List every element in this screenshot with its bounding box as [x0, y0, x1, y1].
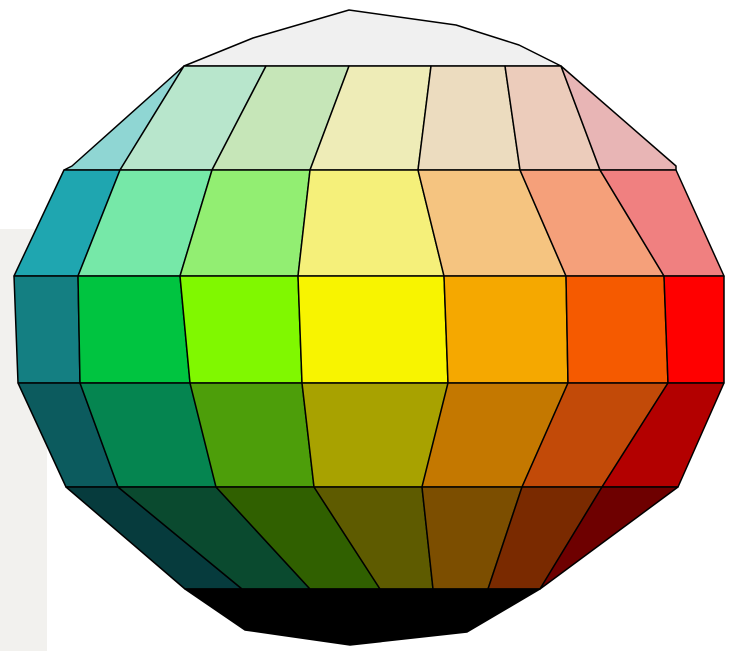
facet-equator-ring-3: [180, 276, 302, 383]
top-cap: [184, 10, 561, 66]
facet-equator-ring-6: [566, 276, 668, 383]
color-bands: [14, 66, 724, 589]
facet-equator-ring-1: [14, 276, 80, 383]
bottom-cap: [185, 589, 540, 645]
facet-equator-ring-7: [664, 276, 724, 383]
facet-light-ring-5: [418, 66, 520, 170]
facet-equator-ring-2: [78, 276, 190, 383]
facet-equator-ring-5: [444, 276, 568, 383]
facet-equator-ring-4: [298, 276, 448, 383]
